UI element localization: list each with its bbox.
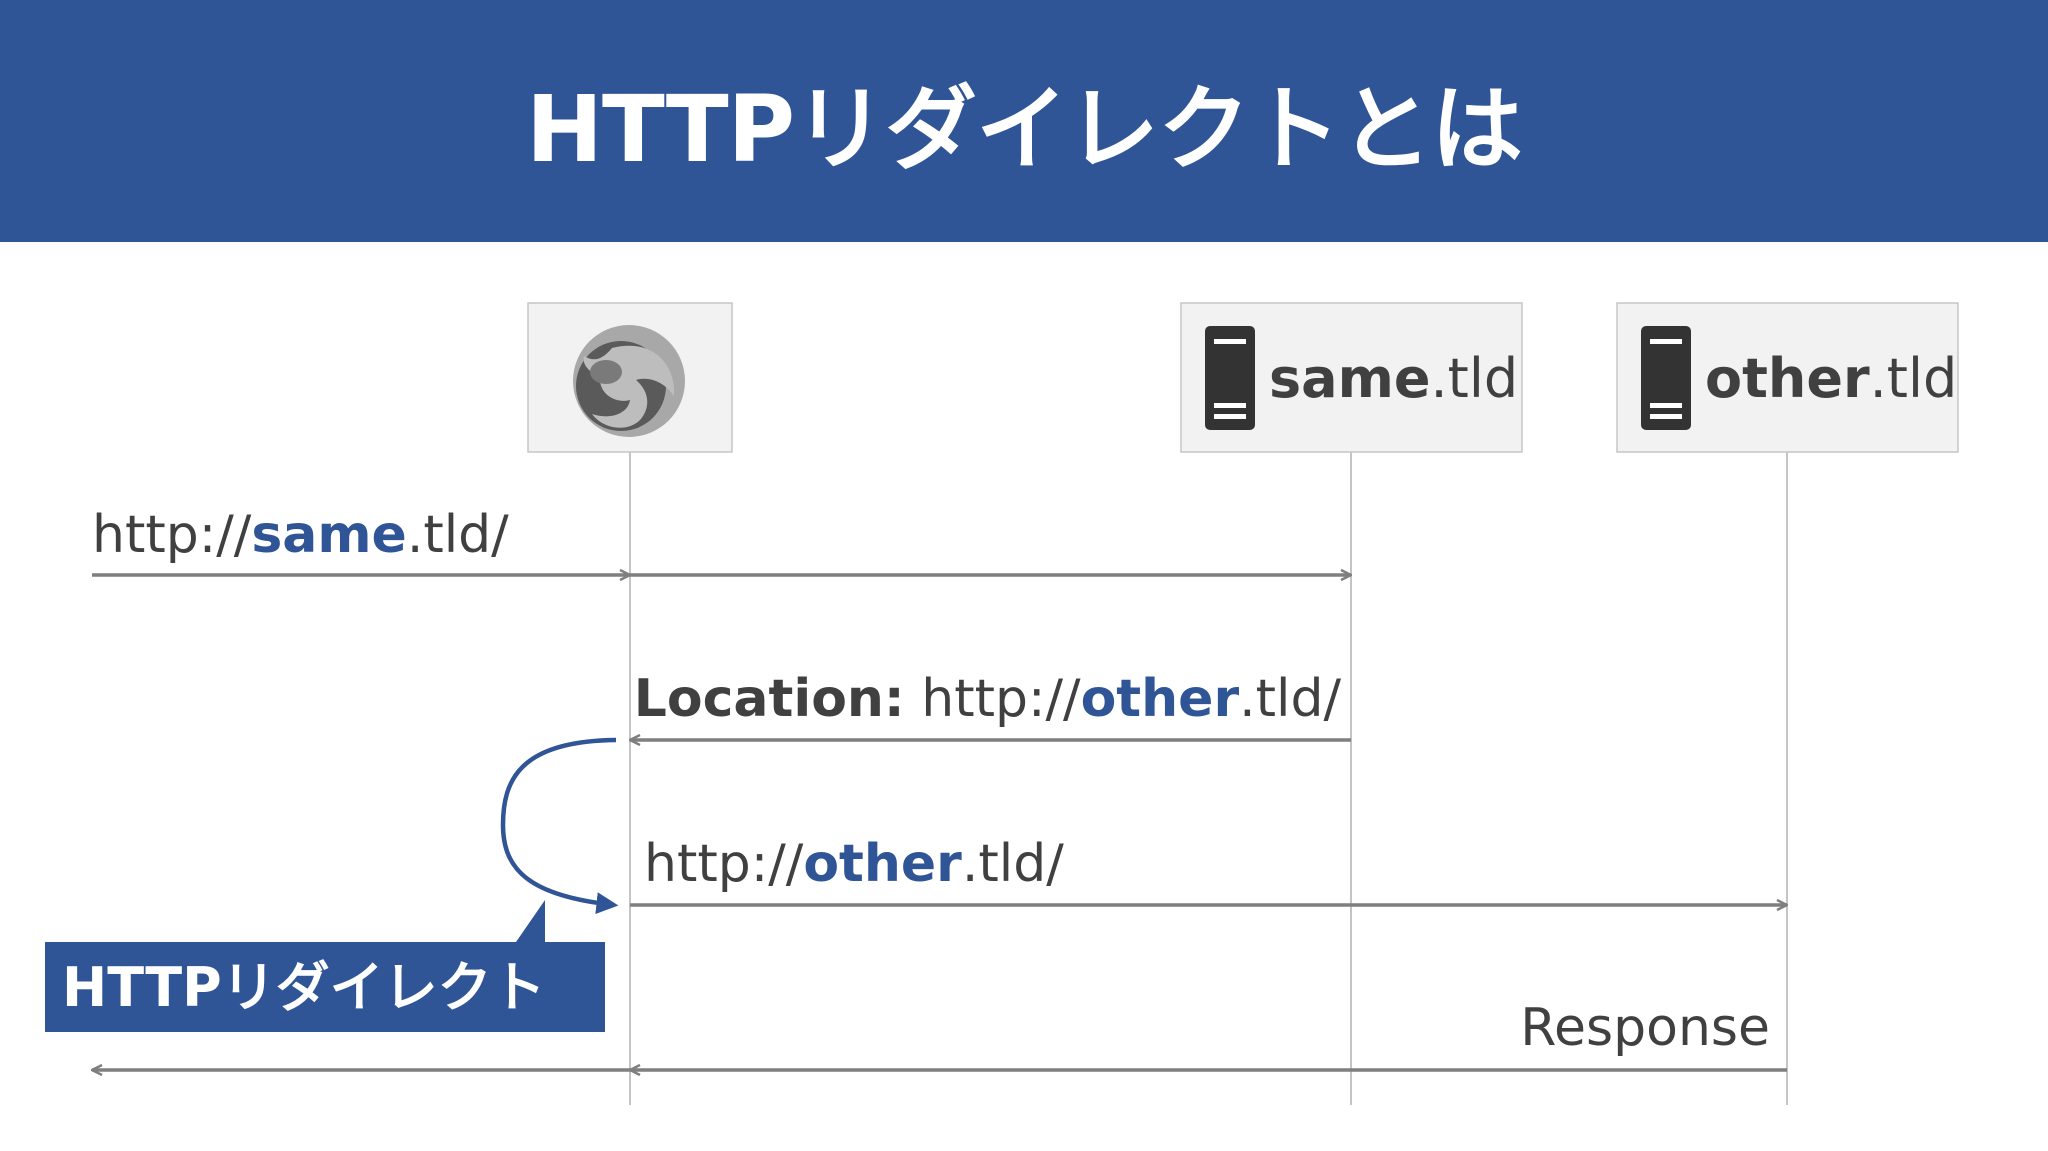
callout-label: HTTPリダイレクト xyxy=(62,956,546,1019)
request-same-label: http://same.tld/ xyxy=(92,505,509,565)
message-redirect-response: Location: http://other.tld/ xyxy=(630,669,1351,740)
page-title: HTTPリダイレクトとは xyxy=(525,75,1523,183)
response-label: Response xyxy=(1520,998,1770,1058)
firefox-icon xyxy=(573,325,685,437)
participant-same-tld: same.tld xyxy=(1180,302,1523,453)
same-tld-name-rest: .tld xyxy=(1430,347,1518,410)
title-bar: HTTPリダイレクトとは xyxy=(0,0,2048,242)
other-tld-label: other.tld xyxy=(1705,347,1957,410)
message-request-same: http://same.tld/ xyxy=(92,505,1351,575)
location-header-label: Location: http://other.tld/ xyxy=(634,669,1342,729)
server-icon xyxy=(1641,326,1691,430)
redirect-loop-arrow xyxy=(500,737,619,915)
request-other-label: http://other.tld/ xyxy=(644,834,1064,894)
participant-other-tld: other.tld xyxy=(1616,302,1959,453)
message-request-other: http://other.tld/ xyxy=(630,834,1787,905)
message-final-response: Response xyxy=(92,998,1787,1070)
other-tld-name-rest: .tld xyxy=(1870,347,1958,410)
other-tld-name-bold: other xyxy=(1705,347,1870,410)
participant-browser xyxy=(527,302,733,453)
server-icon xyxy=(1205,326,1255,430)
same-tld-name-bold: same xyxy=(1269,347,1430,410)
redirect-callout: HTTPリダイレクト xyxy=(45,900,605,1032)
same-tld-label: same.tld xyxy=(1269,347,1518,410)
